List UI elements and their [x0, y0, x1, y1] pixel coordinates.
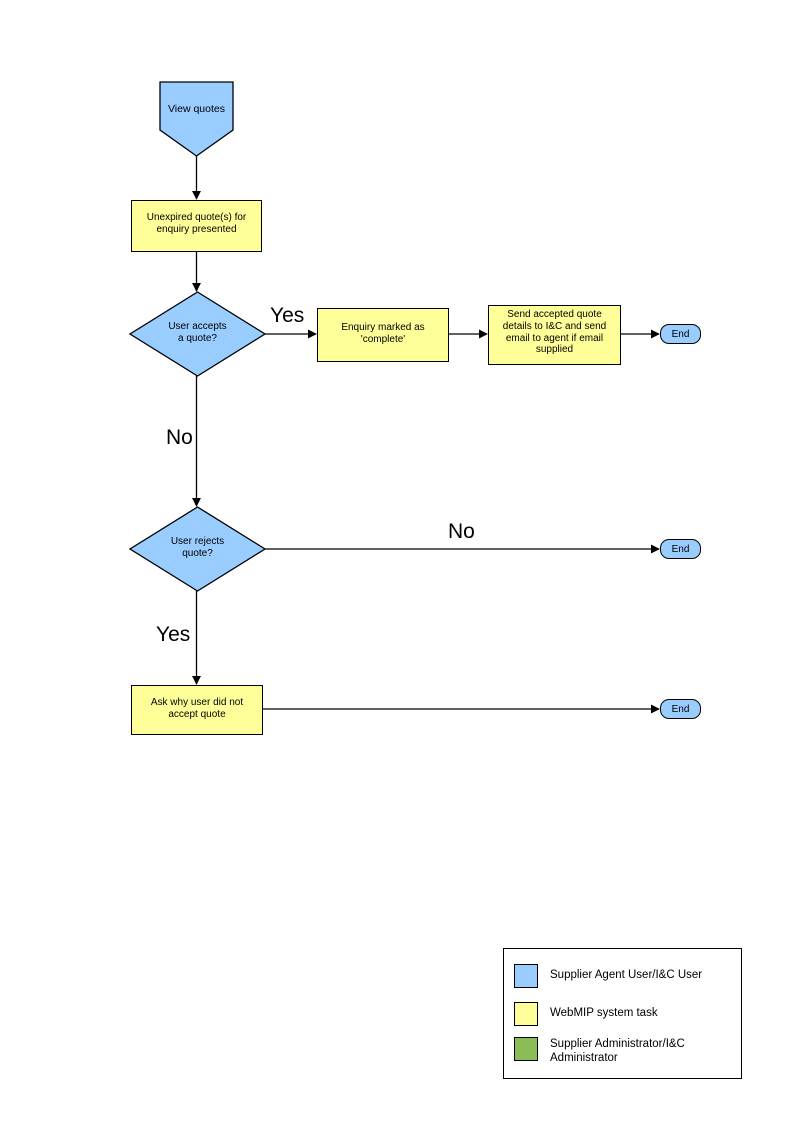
connector-group [191, 156, 660, 714]
node-rejects-shape[interactable] [128, 506, 267, 592]
legend-label-webmip-task: WebMIP system task [550, 1007, 658, 1019]
node-send-shape[interactable] [488, 305, 621, 365]
edge-label-yes-accepts: Yes [270, 304, 305, 327]
edge-label-no-accepts: No [166, 426, 193, 449]
node-end3[interactable]: End [660, 699, 701, 719]
node-end1[interactable]: End [660, 324, 701, 344]
legend-swatch-blue [514, 964, 538, 988]
node-end2[interactable]: End [660, 539, 701, 559]
node-accepts-shape[interactable] [128, 291, 267, 377]
legend-item-supplier-agent: Supplier Agent User/I&C User [514, 964, 734, 988]
node-marked-shape[interactable] [317, 308, 449, 362]
legend-label-supplier-admin: Supplier Administrator/I&C Administrator [550, 1038, 685, 1065]
node-askwhy-shape[interactable] [131, 685, 263, 735]
node-unexpired-shape[interactable] [131, 200, 262, 252]
legend-item-webmip-task: WebMIP system task [514, 1002, 734, 1026]
legend-swatch-green [514, 1037, 538, 1061]
legend-box: Supplier Agent User/I&C User WebMIP syst… [503, 948, 742, 1079]
legend-label-supplier-agent: Supplier Agent User/I&C User [550, 969, 703, 981]
edge-label-yes-rejects: Yes [156, 623, 191, 646]
node-start-shape[interactable] [159, 81, 234, 157]
legend-swatch-yellow [514, 1002, 538, 1026]
legend-item-supplier-admin: Supplier Administrator/I&C Administrator [514, 1037, 734, 1066]
edge-label-no-rejects: No [448, 520, 475, 543]
